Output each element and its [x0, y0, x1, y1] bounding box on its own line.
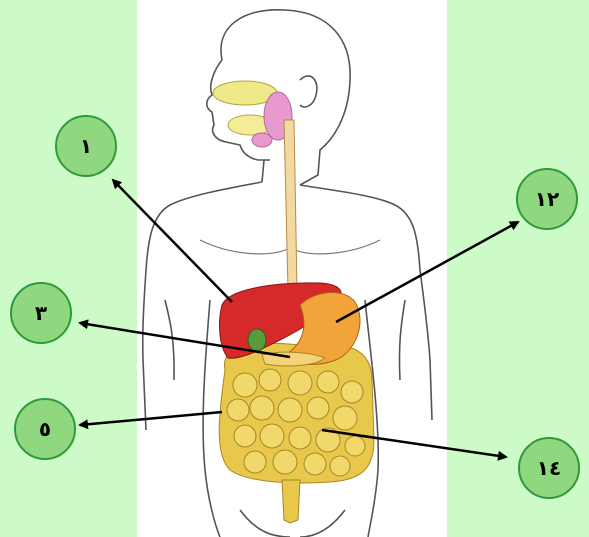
label-3-badge: ٣ [10, 282, 72, 344]
label-4-badge: ١٤ [518, 437, 580, 499]
label-2-badge: ١٢ [516, 168, 578, 230]
label-1-text: ١ [80, 134, 92, 158]
label-1-badge: ١ [55, 115, 117, 177]
gallbladder [248, 329, 266, 351]
label-5-badge: ٥ [14, 398, 76, 460]
label-5-text: ٥ [39, 417, 51, 441]
label-3-text: ٣ [35, 301, 47, 325]
label-4-text: ١٤ [537, 456, 561, 480]
label-2-text: ١٢ [535, 187, 559, 211]
